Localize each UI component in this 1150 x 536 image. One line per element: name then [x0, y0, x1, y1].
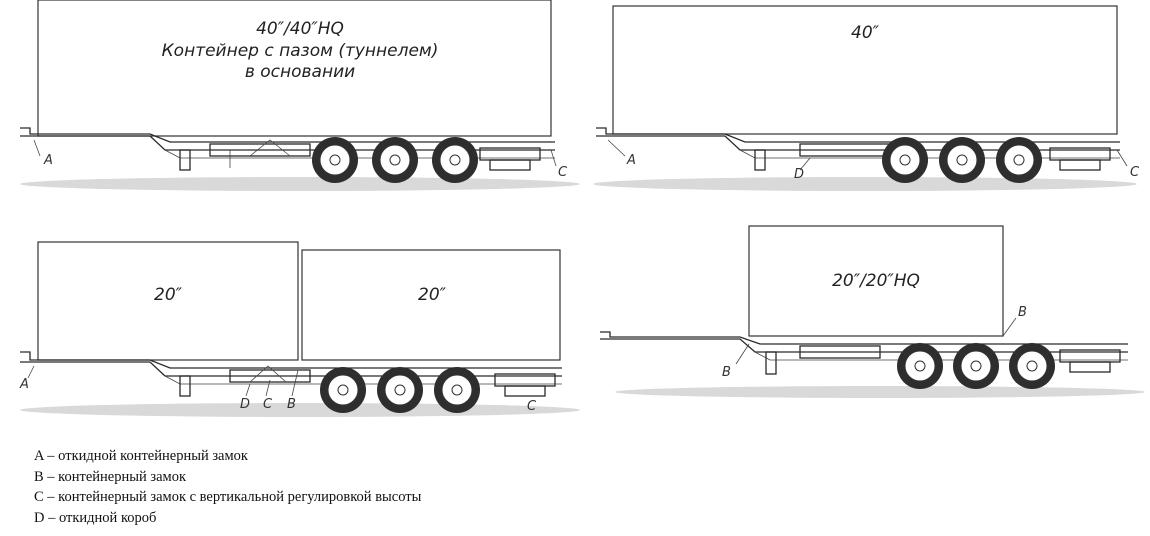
- container-20-front: [37, 241, 299, 361]
- marker-b: B: [287, 397, 296, 412]
- marker-a: A: [43, 153, 53, 168]
- marker-b-bottom: B: [722, 365, 731, 380]
- marker-b-top: B: [1018, 305, 1027, 320]
- container-2-title: 20″: [418, 285, 447, 305]
- marker-c: C: [558, 165, 568, 180]
- legend-item-a: A – откидной контейнерный замок: [34, 448, 248, 464]
- legend-item-b: B – контейнерный замок: [34, 468, 186, 485]
- container-title: 40″: [851, 23, 880, 43]
- legend-item-c: C – контейнерный замок с вертикальной ре…: [34, 489, 422, 505]
- container-1-title: 20″: [154, 285, 183, 305]
- legend-item-d: D – откидной короб: [34, 509, 157, 526]
- container-20-hq: [748, 225, 1004, 337]
- marker-d: D: [240, 397, 250, 412]
- container-title: 20″/20″HQ: [832, 271, 920, 291]
- trailer-frame: [20, 351, 562, 397]
- marker-c: C: [263, 397, 273, 412]
- container-title-line-1: 40″/40″HQ: [256, 19, 344, 39]
- wheel-set: [896, 342, 1056, 390]
- marker-c-rear: C: [527, 399, 537, 414]
- container-40-hq: [37, 0, 552, 137]
- trailer-bottom-left: 20″ 20″ A D C B C: [19, 241, 580, 417]
- legend: A – откидной контейнерный замок B – конт…: [34, 446, 421, 528]
- marker-a: A: [19, 377, 29, 392]
- trailer-top-right: 40″ A D C: [593, 5, 1140, 191]
- marker-a: A: [626, 153, 636, 168]
- wheel-set: [881, 136, 1043, 184]
- trailer-top-left: 40″/40″HQ Контейнер с пазом (туннелем) в…: [20, 0, 580, 191]
- trailer-bottom-right: 20″/20″HQ B B: [600, 225, 1145, 398]
- marker-d: D: [794, 167, 804, 182]
- container-20-rear: [301, 249, 561, 361]
- container-40: [612, 5, 1118, 135]
- trailer-frame: [20, 127, 555, 171]
- container-title-line-3: в основании: [245, 62, 355, 82]
- trailer-frame: [600, 331, 1128, 375]
- marker-c: C: [1130, 165, 1140, 180]
- trailer-diagrams: 40″/40″HQ Контейнер с пазом (туннелем) в…: [19, 0, 1145, 417]
- wheel-set: [311, 136, 479, 184]
- wheel-set: [319, 366, 481, 414]
- container-title-line-2: Контейнер с пазом (туннелем): [162, 41, 439, 61]
